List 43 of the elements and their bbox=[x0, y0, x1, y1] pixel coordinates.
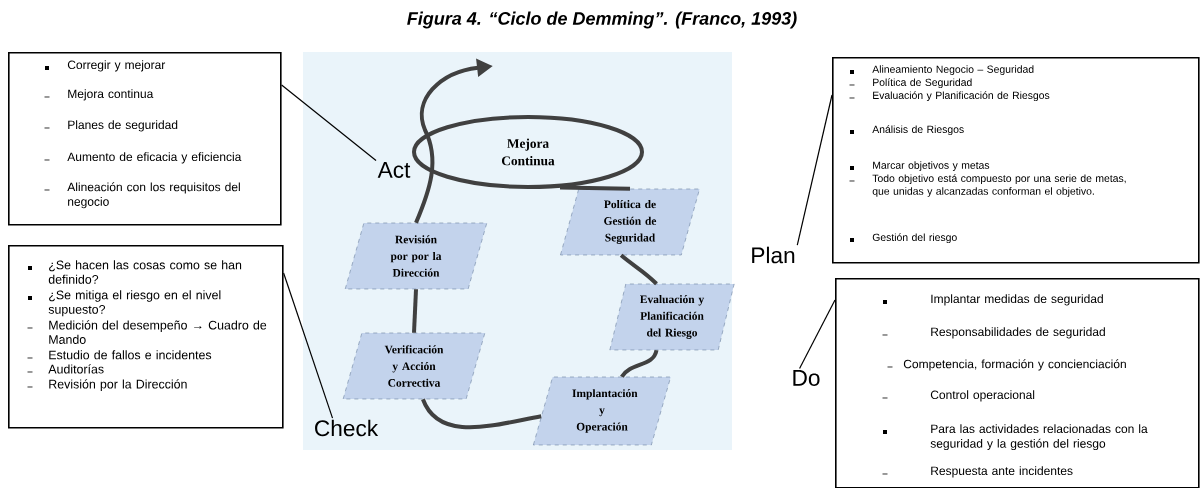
phase-label: Act bbox=[377, 162, 411, 178]
process-parallelogram: Evaluación y Planificación del Riesgo bbox=[609, 283, 735, 351]
phase-label: Do bbox=[793, 370, 820, 386]
cycle-line bbox=[620, 349, 659, 378]
list-item: Responsabilidades de seguridad bbox=[931, 327, 1105, 339]
list-item: Competencia, formación y concienciación bbox=[903, 359, 1126, 371]
list-item: Auditorías bbox=[48, 364, 104, 374]
process-parallelogram: Revisión por por la Dirección bbox=[344, 222, 488, 290]
list-item: Análisis de Riesgos bbox=[872, 125, 964, 136]
list-item: Política de Seguridad bbox=[873, 78, 972, 89]
list-item: Mejora continua bbox=[68, 89, 154, 101]
list-item: ¿Se hacen las cosas como se han definido? bbox=[48, 260, 242, 284]
cycle-line bbox=[421, 398, 542, 430]
list-item: Aumento de eficacia y eficiencia bbox=[67, 152, 242, 164]
list-item: Marcar objetivos y metas bbox=[873, 161, 990, 171]
phase-label: Check bbox=[315, 419, 379, 437]
list-item: Medición del desempeño → Cuadro de Mando bbox=[49, 320, 267, 344]
list-item: Alineamiento Negocio – Seguridad bbox=[872, 65, 1034, 75]
leader-line bbox=[796, 94, 833, 246]
figure-title: Figura 4. “Ciclo de Demming”. (Franco, 1993) bbox=[407, 11, 797, 29]
leader-line bbox=[798, 299, 836, 370]
cycle-line bbox=[619, 253, 658, 286]
leader-line bbox=[283, 272, 334, 419]
list-item: Control operacional bbox=[930, 390, 1035, 402]
list-item: Todo objetivo está compuesto por una serie de metas, que unidas y alcanzadas conforman el objetivo. bbox=[872, 174, 1126, 197]
list-item: Revisión por la Dirección bbox=[49, 379, 187, 391]
list-item: Planes de seguridad bbox=[68, 120, 178, 132]
list-item: Respuesta ante incidentes bbox=[931, 466, 1073, 478]
list-item: Evaluación y Planificación de Riesgos bbox=[873, 91, 1050, 102]
list-item: Estudio de fallos e incidentes bbox=[49, 350, 212, 360]
list-item: ¿Se mitiga el riesgo en el nivel supuesto? bbox=[48, 290, 221, 317]
leader-line bbox=[281, 84, 377, 162]
cycle-line bbox=[412, 289, 418, 333]
process-parallelogram: Política de Gestión de Seguridad bbox=[560, 188, 700, 256]
process-parallelogram: Verificación y Acción Correctiva bbox=[342, 332, 486, 400]
process-parallelogram: Implantación y Operación bbox=[533, 376, 671, 446]
list-item: Para las actividades relacionadas con la seguridad y la gestión del riesgo bbox=[930, 424, 1148, 451]
list-item: Alineación con los requisitos del negocio bbox=[67, 182, 240, 209]
list-item: Gestión del riesgo bbox=[872, 233, 957, 244]
list-item: Implantar medidas de seguridad bbox=[931, 294, 1103, 306]
phase-label: Plan bbox=[752, 246, 795, 264]
cycle-line bbox=[560, 185, 631, 191]
list-item: Corregir y mejorar bbox=[67, 60, 166, 72]
